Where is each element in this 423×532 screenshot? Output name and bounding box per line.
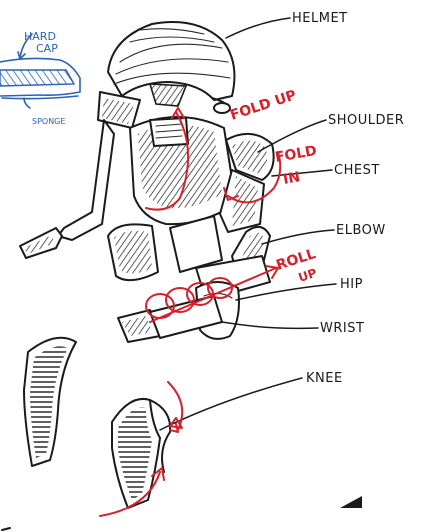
label-elbow: ELBOW bbox=[336, 223, 386, 238]
label-knee: KNEE bbox=[306, 371, 343, 386]
sponge-label: SPONGE bbox=[32, 117, 65, 126]
border-mark-left bbox=[2, 528, 10, 530]
label-fold-up: FOLD UP bbox=[228, 87, 298, 123]
leg-pieces bbox=[24, 338, 170, 508]
helmet-layer-detail: HARD CAP SPONGE bbox=[0, 30, 80, 126]
label-chest: CHEST bbox=[334, 163, 380, 178]
label-roll-up-2: UP bbox=[297, 266, 319, 285]
label-wrist: WRIST bbox=[320, 321, 364, 336]
hard-cap-label-2: CAP bbox=[36, 42, 58, 55]
label-hip: HIP bbox=[340, 277, 363, 292]
border-mark-right bbox=[340, 496, 362, 508]
label-fold-in-1: FOLD bbox=[274, 143, 318, 166]
label-shoulder: SHOULDER bbox=[328, 113, 404, 128]
label-helmet: HELMET bbox=[292, 11, 348, 26]
label-fold-in-2: IN bbox=[282, 169, 301, 188]
part-labels: HELMET SHOULDER CHEST ELBOW HIP WRIST KN… bbox=[292, 11, 404, 386]
